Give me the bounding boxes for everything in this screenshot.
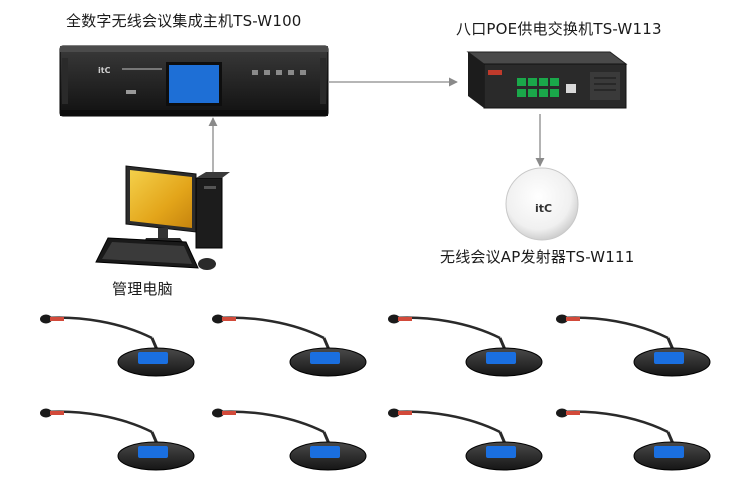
microphone-unit <box>388 314 543 377</box>
microphone-unit <box>212 408 367 471</box>
microphone-unit <box>556 408 711 471</box>
computer-label: 管理电脑 <box>112 280 173 298</box>
poe-switch <box>466 51 628 109</box>
microphone-unit <box>388 408 543 471</box>
host-unit: itC <box>59 45 329 117</box>
poe-ports <box>517 78 576 97</box>
microphone-unit <box>40 314 195 377</box>
pc-screen <box>130 170 192 228</box>
microphone-row-1 <box>40 314 711 377</box>
access-point: itC <box>505 167 579 241</box>
host-brand-logo: itC <box>98 66 111 75</box>
ap-brand-logo: itC <box>535 202 552 215</box>
microphone-unit <box>40 408 195 471</box>
microphone-row-2 <box>40 408 711 471</box>
host-label: 全数字无线会议集成主机TS-W100 <box>66 12 302 30</box>
host-screen <box>169 65 219 103</box>
mouse <box>198 258 216 270</box>
microphone-unit <box>556 314 711 377</box>
switch-label: 八口POE供电交换机TS-W113 <box>456 20 662 38</box>
microphone-unit <box>212 314 367 377</box>
access-point-label: 无线会议AP发射器TS-W111 <box>440 248 635 266</box>
management-computer <box>95 165 230 270</box>
